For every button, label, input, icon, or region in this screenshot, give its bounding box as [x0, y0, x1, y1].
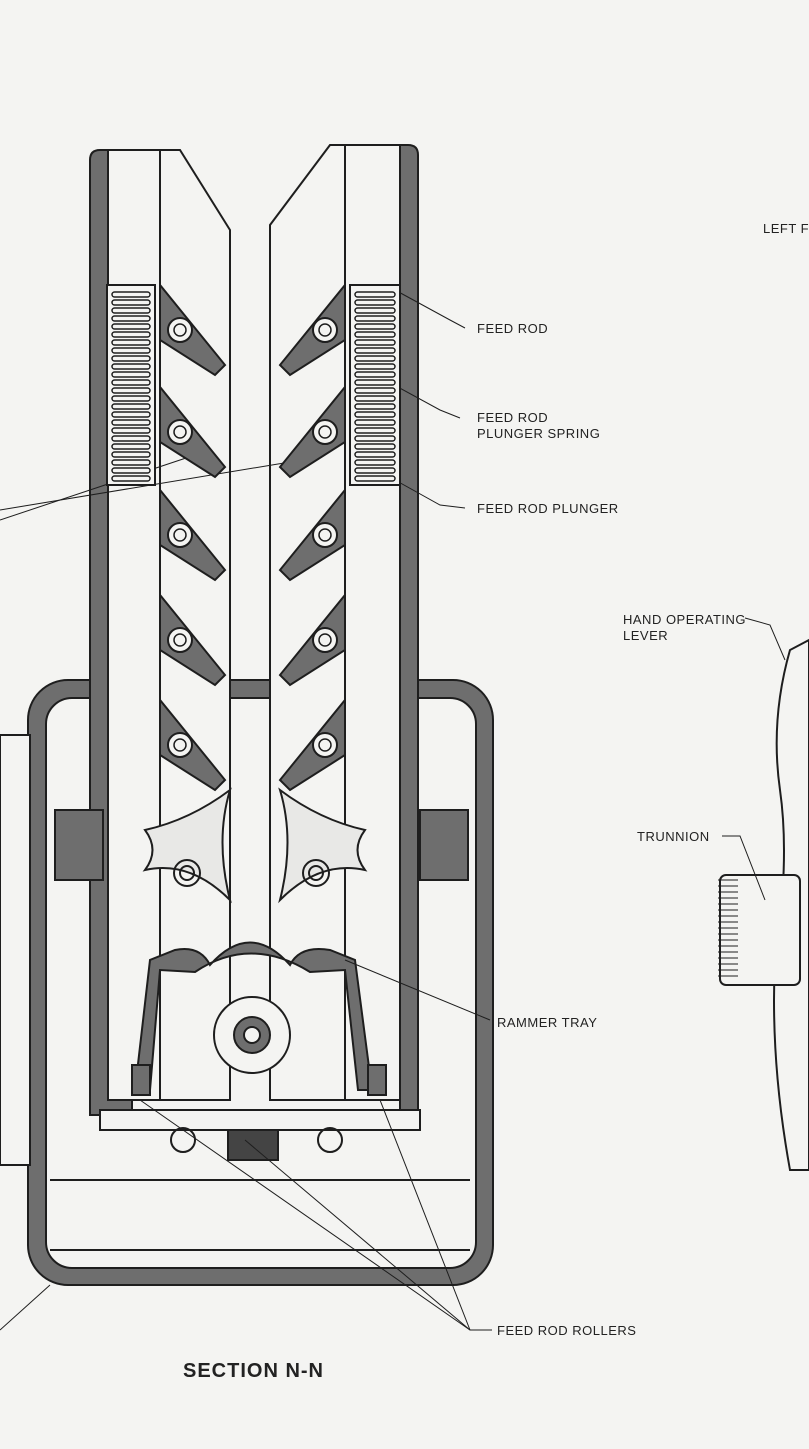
- leader-plunger-spring: [384, 379, 461, 419]
- leader-rammer: [344, 959, 491, 1021]
- right-star-wheel: [278, 787, 368, 904]
- label-hand-lever-2: LEVER: [623, 628, 669, 643]
- feed-pawl: [278, 697, 346, 792]
- left-star-wheel: [142, 787, 232, 904]
- right-boss: [419, 809, 469, 881]
- label-left-partial: LEFT F: [763, 221, 809, 236]
- right-tube-wall: [399, 144, 419, 1116]
- roller-left: [131, 1064, 151, 1096]
- left-boss: [54, 809, 104, 881]
- trunnion-body: [719, 874, 801, 986]
- leader-left-pawls-1: [0, 454, 196, 521]
- label-feed-rod: FEED ROD: [477, 321, 549, 336]
- feed-pawl: [278, 384, 346, 479]
- feed-pawl: [159, 384, 227, 479]
- feed-pawl: [159, 697, 227, 792]
- label-trunnion: TRUNNION: [637, 829, 710, 844]
- rammer-tray: [133, 941, 374, 1091]
- feed-pawl: [278, 592, 346, 687]
- label-rammer-tray: RAMMER TRAY: [497, 1015, 598, 1030]
- center-block: [227, 1129, 279, 1161]
- label-hand-lever-1: HAND OPERATING: [623, 612, 747, 627]
- leader-trunnion: [722, 835, 766, 901]
- label-feed-rod-rollers: FEED ROD ROLLERS: [497, 1323, 637, 1338]
- leader-left-bottom: [0, 1284, 51, 1331]
- leader-plunger: [394, 479, 466, 509]
- feed-pawl: [278, 282, 346, 377]
- label-plunger-spring-1: FEED ROD: [477, 410, 549, 425]
- feed-pawl: [159, 282, 227, 377]
- roller-right: [367, 1064, 387, 1096]
- feed-pawl: [278, 487, 346, 582]
- feed-rod-plunger-spring: [349, 284, 401, 486]
- label-feed-rod-plunger: FEED ROD PLUNGER: [477, 501, 619, 516]
- section-caption: SECTION N-N: [183, 1360, 324, 1382]
- leader-rollers-2: [244, 1139, 471, 1331]
- feed-pawl: [159, 487, 227, 582]
- feed-pawl: [159, 592, 227, 687]
- label-plunger-spring-2: PLUNGER SPRING: [477, 426, 601, 441]
- leader-feed-rod: [394, 289, 466, 329]
- leader-rollers-3: [379, 1099, 471, 1331]
- feed-rod-plunger-spring: [106, 284, 156, 486]
- leader-lever: [744, 617, 786, 661]
